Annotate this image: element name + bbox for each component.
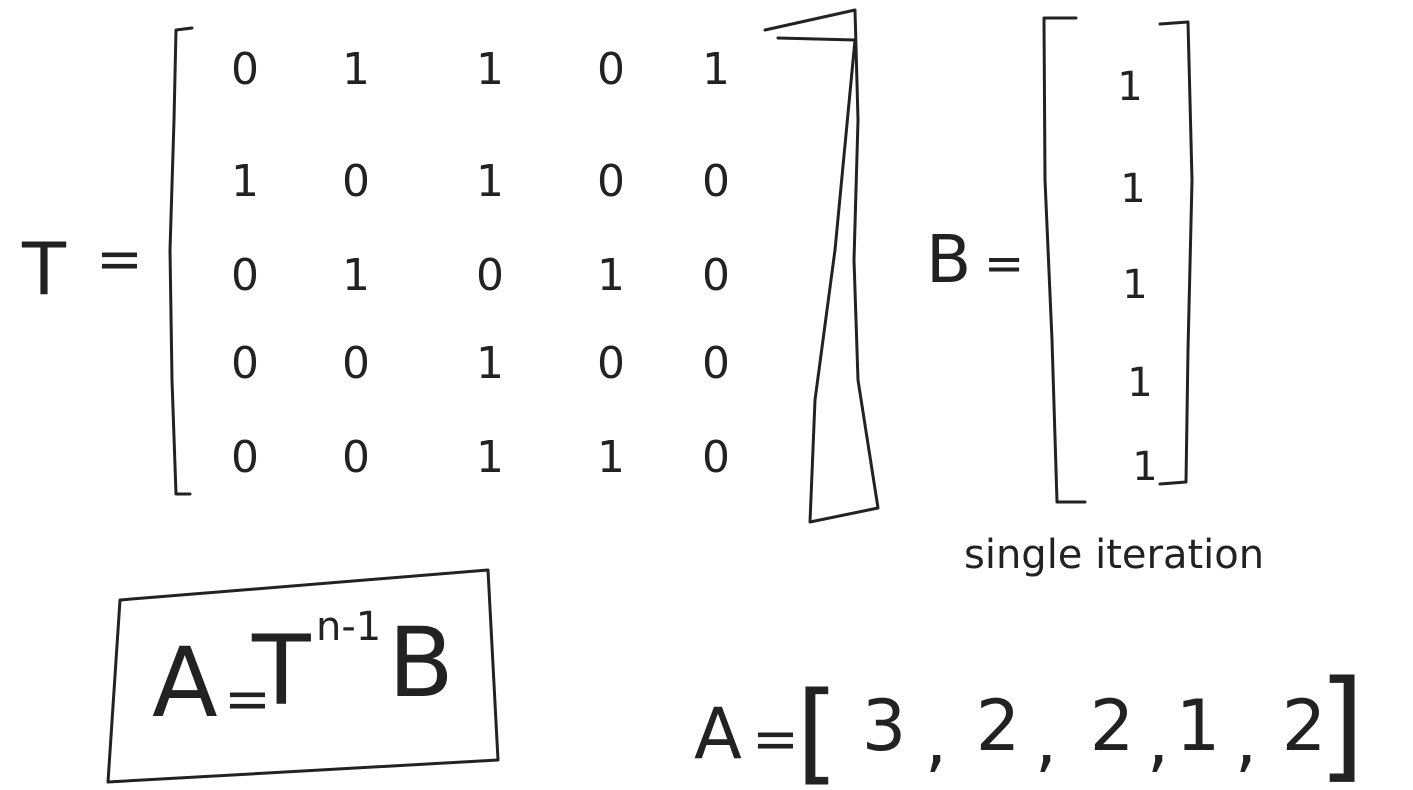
result-open-bracket: [ (796, 668, 839, 790)
result-values: 3,2,2,1,2 (862, 685, 1327, 781)
result-value-4: 1 (1176, 685, 1221, 767)
formula-lhs: A (152, 627, 218, 739)
t-cell-r1-c3: 1 (476, 44, 504, 95)
b-left-bracket (1042, 16, 1087, 504)
b-label: B (926, 221, 971, 298)
result-close-bracket: ] (1318, 656, 1365, 790)
t-right-bracket (763, 8, 880, 524)
t-cell-r5-c2: 0 (342, 432, 370, 483)
b-cell-3: 1 (1122, 262, 1147, 308)
formula-equals: = (224, 667, 271, 732)
result-comma-1: , (925, 699, 947, 781)
result-comma-2: , (1035, 699, 1057, 781)
formula-rhs: B (388, 607, 454, 719)
t-cell-r2-c4: 0 (597, 156, 625, 207)
result-label: A (694, 693, 742, 775)
t-cell-r5-c4: 1 (597, 432, 625, 483)
t-equals: = (96, 227, 143, 292)
result-comma-3: , (1147, 699, 1169, 781)
t-cell-r1-c4: 0 (597, 44, 625, 95)
t-cell-r3-c5: 0 (702, 250, 730, 301)
t-cell-r1-c2: 1 (342, 44, 370, 95)
t-cell-r3-c3: 0 (476, 250, 504, 301)
formula-box-outline (106, 568, 500, 784)
formula-exponent: n-1 (316, 604, 381, 650)
b-cells: 1 1 1 1 1 (1117, 64, 1157, 490)
b-cell-1: 1 (1117, 64, 1142, 110)
formula-box: A = T n-1 B (106, 568, 500, 784)
t-cell-r5-c1: 0 (231, 432, 259, 483)
b-right-bracket (1158, 20, 1194, 486)
b-cell-4: 1 (1127, 360, 1152, 406)
t-cell-r4-c2: 0 (342, 338, 370, 389)
t-cell-r1-c1: 0 (231, 44, 259, 95)
t-left-bracket (168, 26, 194, 496)
t-cell-r2-c3: 1 (476, 156, 504, 207)
b-vector: B = 1 1 1 1 1 single iteration (926, 16, 1264, 578)
result-vector: A = [ 3,2,2,1,2 ] (694, 656, 1365, 790)
t-cell-r1-c5: 1 (702, 44, 730, 95)
result-comma-4: , (1235, 699, 1257, 781)
result-value-5: 2 (1282, 685, 1327, 767)
t-cell-r3-c1: 0 (231, 250, 259, 301)
t-cell-r4-c1: 0 (231, 338, 259, 389)
b-equals: = (984, 236, 1024, 292)
single-iteration-annotation: single iteration (964, 532, 1264, 578)
t-cell-r3-c4: 1 (597, 250, 625, 301)
t-cell-r5-c3: 1 (476, 432, 504, 483)
result-equals: = (752, 707, 799, 772)
t-label: T (21, 227, 67, 311)
t-cell-r4-c3: 1 (476, 338, 504, 389)
result-value-2: 2 (976, 685, 1021, 767)
b-cell-2: 1 (1120, 166, 1145, 212)
t-cell-r5-c5: 0 (702, 432, 730, 483)
result-value-1: 3 (862, 685, 907, 767)
b-cell-5: 1 (1132, 444, 1157, 490)
result-value-3: 2 (1090, 685, 1135, 767)
t-cells: 0 1 1 0 1 1 0 1 0 0 0 1 0 1 0 0 0 1 0 0 0 0 1 1 0 (231, 44, 730, 483)
t-cell-r4-c4: 0 (597, 338, 625, 389)
t-cell-r4-c5: 0 (702, 338, 730, 389)
t-cell-r2-c2: 0 (342, 156, 370, 207)
t-cell-r2-c5: 0 (702, 156, 730, 207)
t-cell-r3-c2: 1 (342, 250, 370, 301)
formula-base: T (251, 615, 311, 727)
t-matrix: T = 0 1 1 0 1 1 0 1 0 0 0 1 0 1 0 0 0 1 0 0 0 0 1 1 0 (21, 8, 880, 524)
t-cell-r2-c1: 1 (231, 156, 259, 207)
